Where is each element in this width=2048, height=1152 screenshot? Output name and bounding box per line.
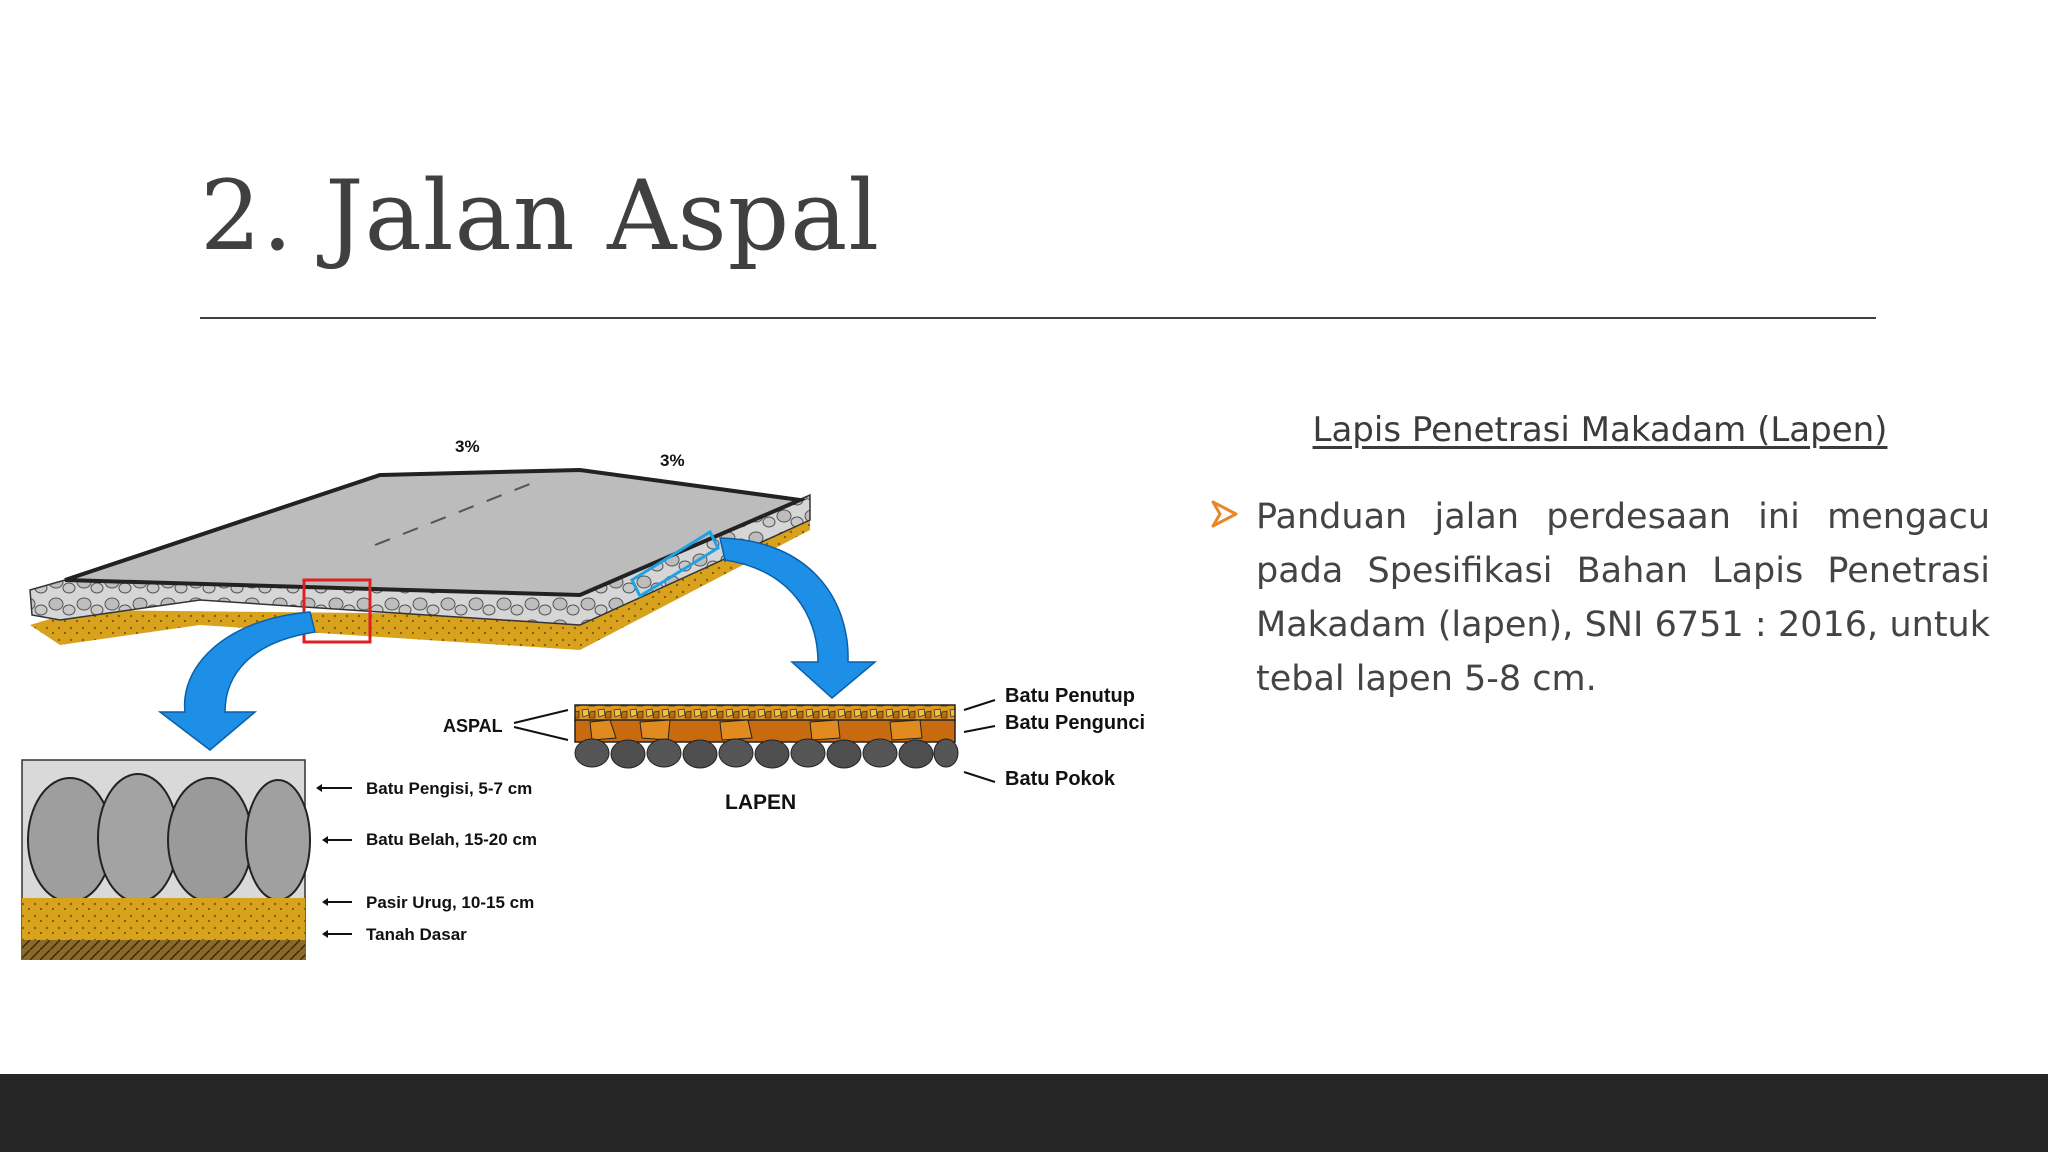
road-slab-drawing xyxy=(29,467,811,650)
slope-left-label: 3% xyxy=(455,437,480,456)
label-batu-penutup: Batu Penutup xyxy=(1005,685,1135,707)
label-batu-pokok: Batu Pokok xyxy=(1005,768,1116,790)
bullet-item: Panduan jalan perdesaan ini mengacu pada… xyxy=(1210,490,1990,706)
bullet-text: Panduan jalan perdesaan ini mengacu pada… xyxy=(1256,497,1990,699)
slide-title: 2. Jalan Aspal xyxy=(200,160,881,272)
label-tanah-dasar: Tanah Dasar xyxy=(366,925,467,944)
label-batu-pengunci: Batu Pengunci xyxy=(1005,712,1145,734)
left-cross-section xyxy=(21,759,311,960)
title-divider xyxy=(200,317,1876,319)
arrow-right-icon xyxy=(1211,500,1238,528)
footer-bar xyxy=(0,1074,2048,1152)
section-subheading: Lapis Penetrasi Makadam (Lapen) xyxy=(1312,410,1888,450)
label-lapen: LAPEN xyxy=(725,791,796,814)
label-aspal: ASPAL xyxy=(443,716,503,736)
arrow-left-icon xyxy=(157,611,316,751)
right-layer-labels: Batu Penutup Batu Pengunci Batu Pokok xyxy=(963,685,1145,790)
label-pasir-urug: Pasir Urug, 10-15 cm xyxy=(366,893,534,912)
road-cross-section-figure: 3% 3% Batu Pengisi, 5-7 cm Batu Belah, 1… xyxy=(21,437,1145,960)
slope-right-label: 3% xyxy=(660,451,685,470)
lapen-cross-section xyxy=(574,704,959,769)
arrow-right-icon xyxy=(719,537,878,699)
left-layer-labels: Batu Pengisi, 5-7 cm Batu Belah, 15-20 c… xyxy=(316,779,537,944)
label-batu-pengisi: Batu Pengisi, 5-7 cm xyxy=(366,779,532,798)
label-batu-belah: Batu Belah, 15-20 cm xyxy=(366,830,537,849)
